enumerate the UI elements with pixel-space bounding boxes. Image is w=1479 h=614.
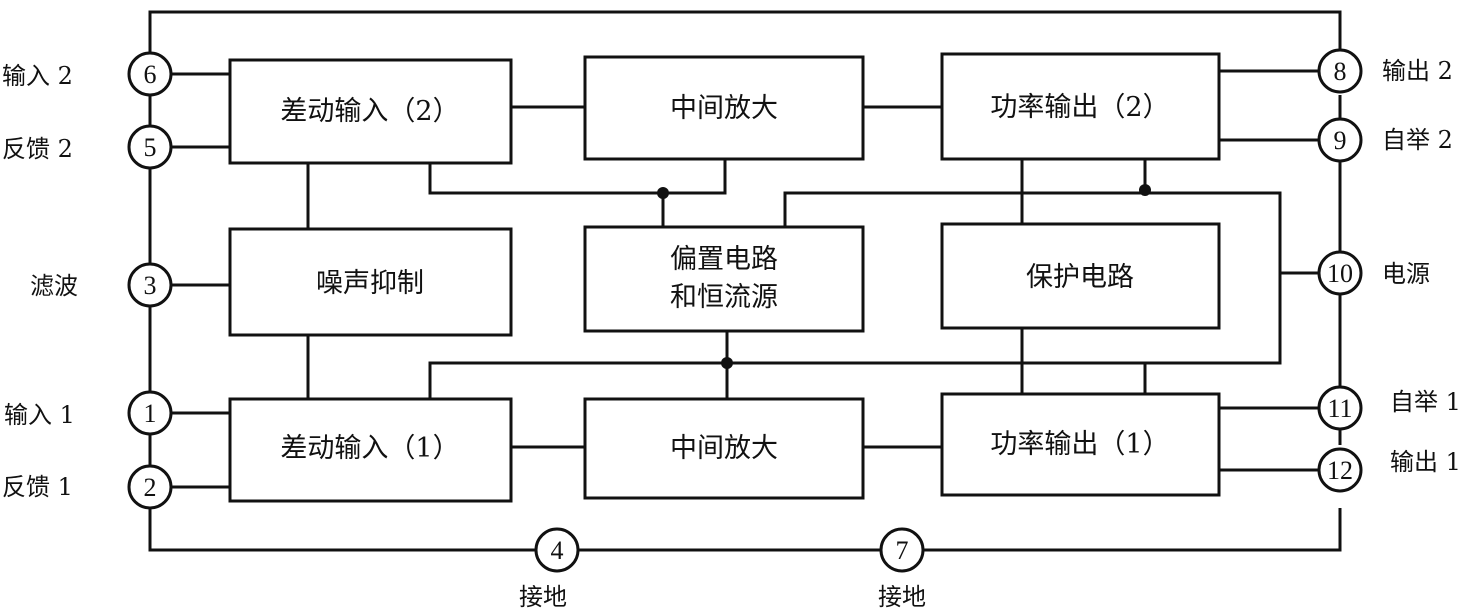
block-diff-input-1: 差动输入（1） [228, 397, 513, 503]
pin-number: 4 [551, 536, 564, 565]
block-noise-suppression: 噪声抑制 [228, 227, 513, 337]
pin-number: 3 [144, 271, 157, 300]
pin-8: 8 输出 2 [1317, 48, 1453, 94]
junction-dot [1139, 184, 1151, 196]
pin-9: 9 自举 2 [1317, 117, 1453, 163]
pin-label: 电源 [1382, 260, 1430, 288]
pin-label: 输入 2 [2, 62, 73, 90]
pin-label: 自举 2 [1382, 126, 1453, 154]
block-diff-input-2: 差动输入（2） [228, 58, 513, 165]
junction-dot [721, 357, 733, 369]
block-mid-amp-top: 中间放大 [583, 55, 865, 161]
block-label-line1: 偏置电路 [670, 244, 778, 275]
pin-label: 输入 1 [4, 401, 75, 429]
block-label: 保护电路 [1026, 262, 1134, 293]
pin-number: 8 [1334, 57, 1347, 86]
pin-number: 10 [1327, 259, 1353, 288]
wires [148, 10, 1342, 552]
pin-label: 反馈 2 [2, 135, 73, 163]
pin-5: 5 反馈 2 [2, 124, 173, 170]
block-bias-current-source: 偏置电路 和恒流源 [583, 225, 865, 333]
pin-11: 11 自举 1 [1317, 385, 1461, 431]
block-label: 差动输入（2） [280, 96, 459, 127]
pin-number: 12 [1327, 456, 1353, 485]
pin-number: 9 [1334, 126, 1347, 155]
block-label: 中间放大 [670, 433, 778, 464]
junction-dot [657, 187, 669, 199]
pin-number: 5 [144, 133, 157, 162]
pin-number: 2 [144, 473, 157, 502]
pin-label: 接地 [519, 583, 567, 611]
pin-label: 输出 1 [1390, 448, 1461, 476]
block-label: 中间放大 [670, 93, 778, 124]
block-mid-amp-bottom: 中间放大 [583, 397, 865, 500]
pin-label: 自举 1 [1390, 388, 1461, 416]
junction-dots [657, 184, 1151, 369]
pin-6: 6 输入 2 [2, 51, 173, 97]
pin-10: 10 电源 [1317, 250, 1430, 296]
pin-7: 7 接地 [878, 527, 926, 611]
pin-number: 11 [1327, 394, 1352, 423]
pin-3: 3 滤波 [30, 262, 173, 308]
pin-number: 7 [896, 536, 909, 565]
block-label: 功率输出（1） [990, 429, 1169, 460]
pin-label: 滤波 [30, 272, 78, 300]
block-power-output-2: 功率输出（2） [940, 52, 1221, 161]
pin-2: 2 反馈 1 [2, 464, 173, 510]
pin-label: 输出 2 [1382, 57, 1453, 85]
block-label: 差动输入（1） [280, 433, 459, 464]
pin-number: 1 [144, 399, 157, 428]
block-label: 功率输出（2） [990, 92, 1169, 123]
pin-label: 反馈 1 [2, 473, 73, 501]
pin-4: 4 接地 [519, 527, 580, 611]
block-protection: 保护电路 [940, 222, 1221, 330]
pin-1: 1 输入 1 [4, 390, 173, 436]
pin-label: 接地 [878, 583, 926, 611]
block-power-output-1: 功率输出（1） [940, 392, 1221, 497]
block-label: 噪声抑制 [316, 268, 424, 299]
pin-12: 12 输出 1 [1317, 447, 1461, 493]
block-label-line2: 和恒流源 [670, 282, 778, 313]
pin-number: 6 [144, 60, 157, 89]
